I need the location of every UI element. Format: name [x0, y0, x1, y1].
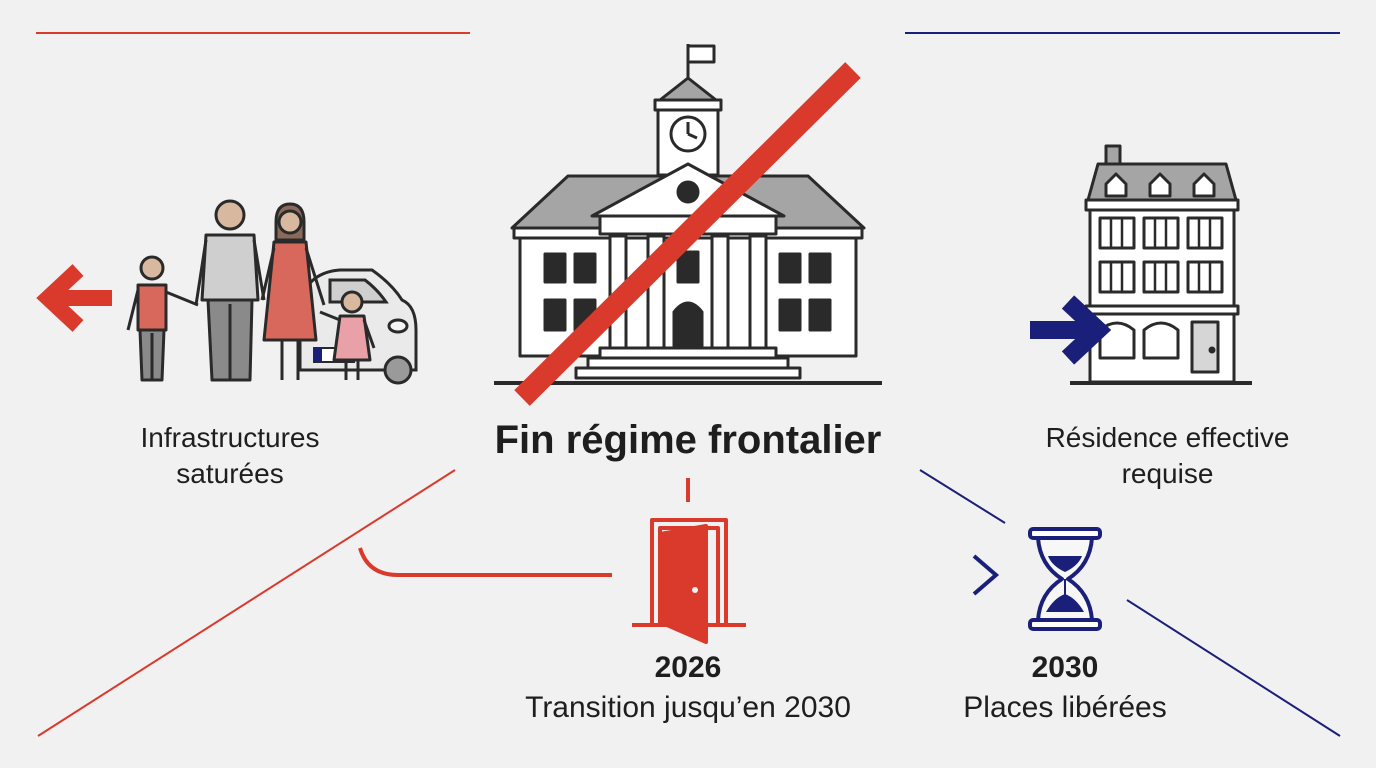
right-label: Résidence effective requise — [1005, 420, 1330, 492]
milestone-2030-caption: Places libérées — [963, 691, 1167, 724]
milestone-2030: 2030 Places libérées — [925, 648, 1205, 728]
arrow-left-icon — [36, 264, 112, 332]
timeline-left-hook — [358, 547, 612, 577]
apartment-building-icon — [1070, 144, 1252, 385]
boy-figure — [126, 255, 199, 382]
right-diagonal-upper — [919, 469, 1006, 524]
arrow-right-icon — [1030, 295, 1112, 365]
family-icon — [126, 199, 376, 382]
timeline-arrow-head — [972, 554, 1000, 596]
left-label-line2: saturées — [176, 458, 284, 489]
open-door-icon — [632, 518, 746, 644]
girl-figure — [319, 290, 376, 380]
left-label-line1: Infrastructures — [140, 422, 320, 453]
hourglass-icon — [1028, 527, 1102, 631]
left-label: Infrastructures saturées — [80, 420, 380, 492]
milestone-2026-caption: Transition jusqu’en 2030 — [525, 691, 851, 724]
right-diagonal-lower — [1126, 599, 1341, 737]
bottom-left-diagonal — [37, 469, 456, 737]
center-title: Fin régime frontalier — [494, 418, 882, 462]
milestone-2030-year: 2030 — [1031, 651, 1099, 684]
woman-figure — [260, 202, 326, 380]
milestone-2026-year: 2026 — [654, 651, 722, 684]
right-label-line1: Résidence effective — [1045, 422, 1290, 453]
milestone-2026: 2026 Transition jusqu’en 2030 — [488, 648, 888, 728]
strike-through-icon — [514, 62, 861, 406]
right-label-line2: requise — [1121, 458, 1214, 489]
man-figure — [194, 199, 266, 382]
